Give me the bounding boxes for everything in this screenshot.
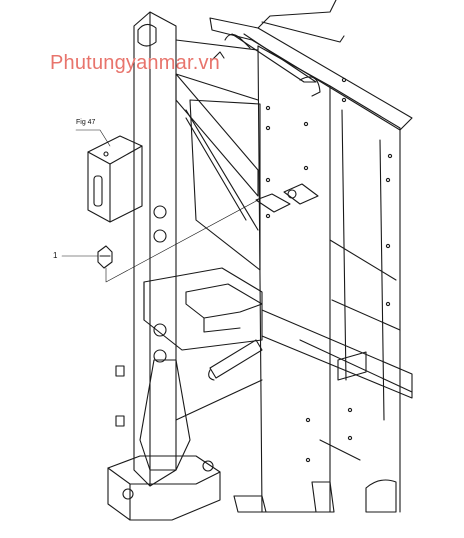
rear-panel-holes [265, 77, 393, 463]
clip-part [211, 51, 319, 213]
rear-frame-panel [257, 45, 401, 513]
watermark-text: Phutungyanmar.vn [50, 52, 220, 74]
callout-number: 1 [53, 251, 58, 260]
top-rail [209, 0, 413, 131]
bolt-part-1 [97, 245, 113, 269]
mid-beam [143, 267, 413, 399]
side-tabs [115, 365, 397, 513]
upright-holes [122, 205, 214, 500]
figure-reference-label: Fig 47 [76, 119, 96, 126]
cross-brace [175, 73, 261, 271]
lower-tube [175, 339, 263, 421]
left-upright-column [133, 11, 259, 487]
cover-box-part [87, 135, 143, 223]
base-foot [107, 359, 221, 521]
leader-lines [61, 129, 259, 283]
